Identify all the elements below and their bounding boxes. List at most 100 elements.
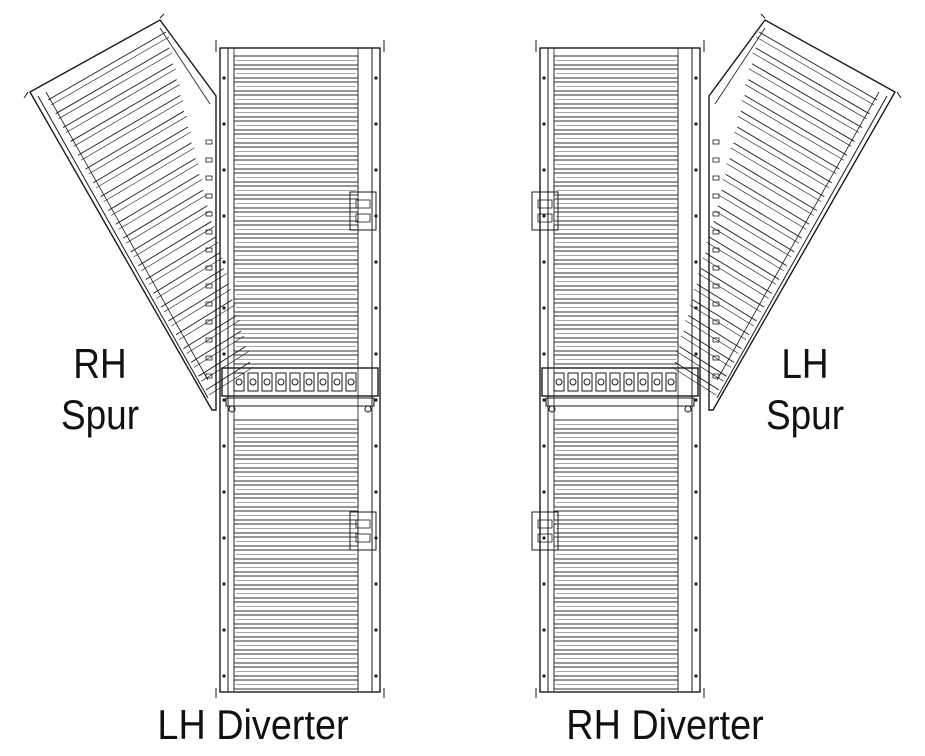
spur-bracket: [205, 301, 213, 307]
spur-roller: [685, 320, 739, 354]
spur-roller: [58, 52, 173, 120]
roller: [553, 419, 679, 430]
bolt: [374, 168, 378, 172]
bolt: [222, 76, 226, 80]
spur-bracket: [205, 229, 213, 235]
drive-gear-hub: [597, 378, 605, 386]
bolt: [542, 306, 546, 310]
roller: [553, 601, 679, 612]
roller: [553, 341, 679, 352]
drive-bolt: [228, 405, 236, 413]
rh-spur-drawing: [23, 13, 254, 411]
spur-roller: [80, 100, 184, 161]
roller: [233, 627, 359, 638]
spur-bracket: [712, 211, 720, 217]
bolt: [374, 306, 378, 310]
roller: [553, 536, 679, 547]
roller: [233, 315, 359, 326]
roller: [553, 458, 679, 469]
roller: [233, 341, 359, 352]
bolt: [694, 306, 698, 310]
spur-roller: [47, 31, 167, 101]
roller: [553, 250, 679, 261]
roller: [233, 653, 359, 664]
roller: [233, 471, 359, 482]
spur-roller: [679, 346, 727, 377]
roller: [233, 133, 359, 144]
roller: [233, 549, 359, 560]
side-bracket-slot: [537, 533, 553, 543]
bolt: [374, 582, 378, 586]
roller: [233, 68, 359, 79]
lh-spur-drawing: [671, 13, 902, 411]
side-bracket-slot: [537, 519, 553, 529]
spur-bracket: [712, 265, 720, 271]
roller: [553, 81, 679, 92]
drive-gear: [331, 372, 343, 392]
spur-bracket: [712, 229, 720, 235]
drive-gear-hub: [263, 378, 271, 386]
spur-roller: [729, 158, 818, 211]
bolt: [694, 398, 698, 402]
bolt: [222, 260, 226, 264]
spur-roller: [73, 84, 180, 147]
bolt: [694, 582, 698, 586]
drive-gear-hub: [277, 378, 285, 386]
spur-bracket: [712, 355, 720, 361]
side-bracket: [531, 191, 559, 231]
spur-roller: [702, 257, 769, 299]
drive-gear-hub: [653, 378, 661, 386]
bolt: [222, 398, 226, 402]
bolt: [542, 168, 546, 172]
lh-spur-label-line1: LH: [781, 340, 829, 387]
drive-gear: [665, 372, 677, 392]
spur-roller: [752, 52, 867, 120]
rh-spur-label-line2: Spur: [60, 391, 140, 439]
drive-gear: [553, 372, 565, 392]
spur-roller: [706, 241, 777, 285]
spur-end-post: [896, 91, 902, 99]
bolt: [222, 628, 226, 632]
spur-roller: [95, 131, 191, 189]
spur-bracket: [205, 157, 213, 163]
bolt: [374, 398, 378, 402]
spur-roller: [171, 288, 232, 327]
drive-gear-hub: [249, 378, 257, 386]
roller: [233, 588, 359, 599]
roller: [553, 445, 679, 456]
spur-roller: [153, 252, 220, 294]
drive-gear-hub: [639, 378, 647, 386]
bolt: [694, 628, 698, 632]
spur-bracket: [205, 319, 213, 325]
roller: [553, 211, 679, 222]
bolt: [222, 444, 226, 448]
spur-roller: [208, 366, 254, 396]
spur-bracket: [712, 193, 720, 199]
bolt: [694, 168, 698, 172]
spur-bracket: [712, 157, 720, 163]
roller: [233, 445, 359, 456]
spur-bracket: [205, 211, 213, 217]
roller: [233, 250, 359, 261]
spur-roller: [676, 351, 724, 382]
bolt: [694, 352, 698, 356]
drive-gear: [233, 372, 245, 392]
spur-roller: [115, 173, 200, 225]
roller: [233, 211, 359, 222]
bolt: [542, 214, 546, 218]
bolt: [542, 444, 546, 448]
spur-roller: [65, 68, 177, 133]
roller: [553, 185, 679, 196]
spur-bracket: [205, 139, 213, 145]
side-bracket-slot: [355, 213, 371, 223]
drive-gear: [609, 372, 621, 392]
spur-roller: [201, 351, 249, 382]
lh-spur-label-line2: Spur: [765, 391, 845, 439]
roller: [553, 614, 679, 625]
drive-gear: [623, 372, 635, 392]
drive-gear: [567, 372, 579, 392]
roller: [553, 328, 679, 339]
roller: [553, 588, 679, 599]
roller: [553, 666, 679, 677]
drive-gear: [595, 372, 607, 392]
